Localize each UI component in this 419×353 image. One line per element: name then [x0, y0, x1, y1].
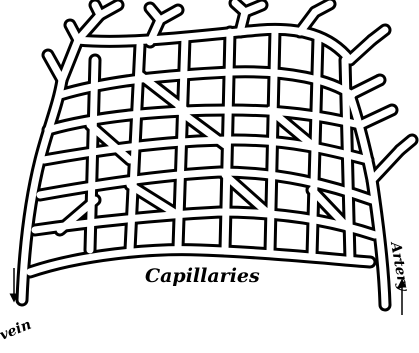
- capillary-network: [22, 3, 412, 305]
- vessel-segment: [270, 30, 275, 252]
- vessel-segment: [90, 60, 95, 250]
- vessel-segment: [372, 150, 400, 180]
- capillaries-label: Capillaries: [145, 265, 260, 287]
- vein-label: vein: [0, 317, 34, 344]
- vessel-segment: [225, 32, 230, 250]
- vessel-segment: [78, 29, 350, 60]
